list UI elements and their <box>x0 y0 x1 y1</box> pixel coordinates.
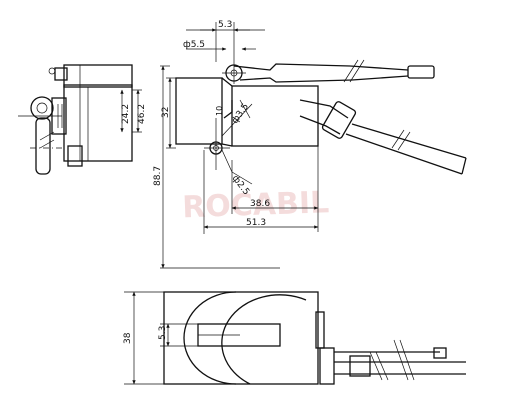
watermark-text: ROCABIL <box>182 185 330 225</box>
dim-5-3-bottom-label: 5.3 <box>158 326 168 340</box>
dim-32-label: 32 <box>161 107 171 118</box>
dim-38-label: 38 <box>123 332 133 344</box>
dim-r10-label: 10 <box>215 106 224 116</box>
dim-24-2-label: 24.2 <box>121 104 131 124</box>
dim-88-7-label: 88.7 <box>153 166 163 186</box>
dim-phi-5-5-label: ф5.5 <box>183 40 205 50</box>
front-view: 5.3 ф5.5 32 88.7 ф3.5 ф2.5 10 38.6 51.3 <box>153 20 467 269</box>
dim-51-3-label: 51.3 <box>246 218 266 228</box>
side-view: 24.2 46.2 <box>18 64 147 175</box>
bottom-view: 38 5.3 <box>123 291 466 385</box>
dim-38-6-label: 38.6 <box>250 199 270 209</box>
dim-46-2-label: 46.2 <box>137 104 147 124</box>
dim-5-3-top-label: 5.3 <box>218 20 232 30</box>
